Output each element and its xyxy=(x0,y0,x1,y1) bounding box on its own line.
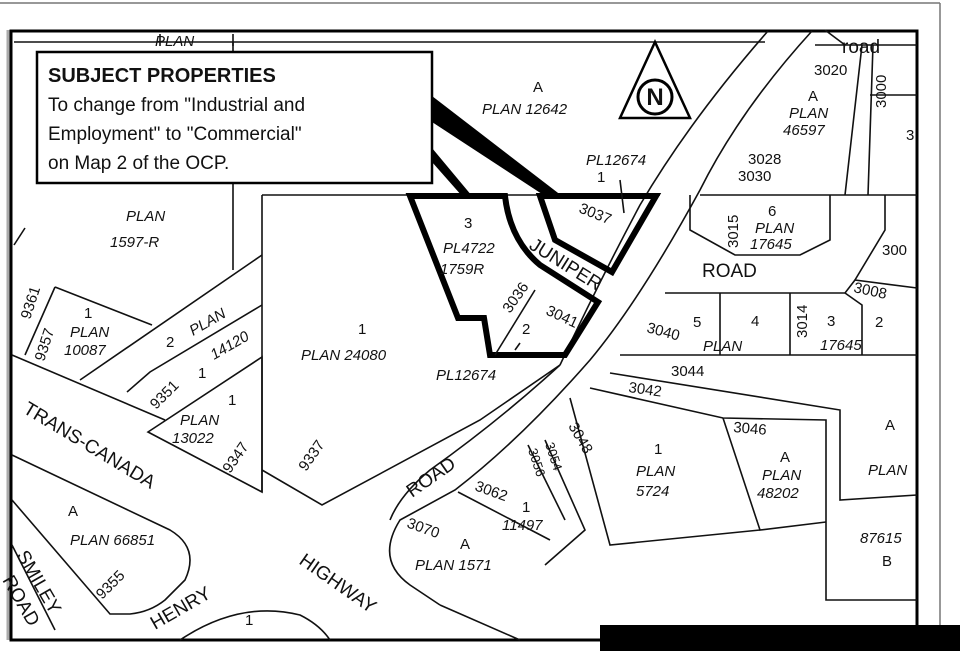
parcel-label: PLAN xyxy=(180,412,219,429)
parcel-label: 3070 xyxy=(405,515,442,542)
subject-properties-outline xyxy=(405,96,662,358)
parcel-label: PLAN xyxy=(789,105,828,122)
parcel-label: 6 xyxy=(768,203,776,220)
parcel-label: 1 xyxy=(198,365,206,382)
parcel-label: 1 xyxy=(245,612,253,629)
parcel-label: PLAN xyxy=(70,324,109,341)
parcel-label: 3014 xyxy=(794,305,811,338)
parcel-label: 3008 xyxy=(852,279,888,303)
parcel-label: 3042 xyxy=(627,379,662,400)
lot3-address: 3036 xyxy=(499,279,532,316)
parcel-label: 2 xyxy=(875,314,883,331)
parcel-label: 3046 xyxy=(733,419,768,439)
parcel-label: 11497 xyxy=(502,517,543,534)
parcel-label: 17645 xyxy=(750,236,792,253)
north-arrow-icon: N xyxy=(618,39,692,120)
parcel-lines xyxy=(11,29,918,641)
lot2-address: 3041 xyxy=(543,302,580,332)
parcel-label: 1 xyxy=(358,321,366,338)
parcel-label: 13022 xyxy=(172,430,214,447)
parcel-label: 1597-R xyxy=(110,234,159,251)
parcel-label: A xyxy=(68,503,78,520)
legend-line-1: To change from "Industrial and xyxy=(48,95,305,116)
parcel-label: 3040 xyxy=(645,319,682,344)
parcel-label: 3048 xyxy=(565,420,596,457)
subject-parcel-lot1 xyxy=(535,193,662,277)
legend-line-2: Employment" to "Commercial" xyxy=(48,124,302,145)
parcel-label: A xyxy=(533,79,543,96)
lot1-plan: PL12674 xyxy=(586,152,646,169)
parcel-label: PLAN xyxy=(126,208,165,225)
parcel-label: 87615 xyxy=(860,530,902,547)
parcel-label: 4 xyxy=(751,313,759,330)
parcel-label: PLAN xyxy=(868,462,907,479)
parcel-label: A xyxy=(808,88,818,105)
legend-pointer-2 xyxy=(432,148,472,196)
parcel-label: 5724 xyxy=(636,483,669,500)
parcel-label: 300 xyxy=(882,242,907,259)
legend-title: SUBJECT PROPERTIES xyxy=(48,65,276,87)
parcel-label: 9351 xyxy=(147,377,183,413)
parcel-label: 3062 xyxy=(473,478,510,505)
legend-box: SUBJECT PROPERTIES To change from "Indus… xyxy=(35,50,434,185)
parcel-label: 9355 xyxy=(93,567,129,603)
legend-pointer-1 xyxy=(432,96,562,196)
road-label-top: road xyxy=(842,37,880,58)
parcel-label: 1 xyxy=(84,305,92,322)
parcel-label: 3015 xyxy=(725,215,742,248)
parcel-label: PLAN xyxy=(762,467,801,484)
parcel-label: 2 xyxy=(166,334,174,351)
road-label-highway: HIGHWAY xyxy=(295,550,380,618)
lot3-number: 3 xyxy=(464,215,472,232)
parcel-label: PLAN xyxy=(155,33,194,50)
parcel-label: B xyxy=(882,553,892,570)
parcel-label: 48202 xyxy=(757,485,799,502)
parcel-label: A xyxy=(885,417,895,434)
map-frame xyxy=(9,29,919,642)
parcel-label: 1 xyxy=(522,499,530,516)
parcel-label: 3044 xyxy=(671,363,704,380)
road-label-trans-canada: TRANS-CANADA xyxy=(19,398,159,493)
lot2-number: 2 xyxy=(522,321,530,338)
north-arrow-letter: N xyxy=(646,84,663,111)
parcel-label: PLAN 12642 xyxy=(482,101,568,118)
black-bar xyxy=(600,625,960,651)
parcel-label: 3020 xyxy=(814,62,847,79)
parcel-label: 3028 xyxy=(748,151,781,168)
parcel-label: 46597 xyxy=(783,122,825,139)
road-label-lower-road: ROAD xyxy=(403,453,460,502)
lot1-address: 3037 xyxy=(577,200,614,228)
parcel-label: PLAN xyxy=(636,463,675,480)
lot3-plan2: 1759R xyxy=(440,261,484,278)
parcel-label: PLAN xyxy=(703,338,742,355)
lot1-number: 1 xyxy=(597,169,605,186)
parcel-label: PLAN xyxy=(755,220,794,237)
parcel-label: 1 xyxy=(654,441,662,458)
parcel-label: 3030 xyxy=(738,168,771,185)
parcel-label: PLAN 1571 xyxy=(415,557,492,574)
parcel-label: 3 xyxy=(906,127,914,144)
road-label-juniper-road: ROAD xyxy=(702,261,757,282)
parcel-label: 3 xyxy=(827,313,835,330)
lot2-plan: PL12674 xyxy=(436,367,496,384)
parcel-label: PLAN 66851 xyxy=(70,532,155,549)
parcel-label: PLAN xyxy=(187,305,230,339)
legend-line-3: on Map 2 of the OCP. xyxy=(48,153,229,174)
parcel-label: 5 xyxy=(693,314,701,331)
parcel-label: 1 xyxy=(228,392,236,409)
parcel-label: PLAN 24080 xyxy=(301,347,387,364)
parcel-label: 9361 xyxy=(18,284,44,321)
parcel-label: A xyxy=(460,536,470,553)
subject-parcel-lot3-lot2 xyxy=(405,193,603,358)
lot3-plan: PL4722 xyxy=(443,240,495,257)
parcel-label: 9337 xyxy=(295,437,328,474)
parcel-label: 9347 xyxy=(219,439,252,476)
parcel-label: 3000 xyxy=(873,75,890,108)
parcel-label: 10087 xyxy=(64,342,106,359)
parcel-label: 17645 xyxy=(820,337,862,354)
parcel-label: A xyxy=(780,449,790,466)
